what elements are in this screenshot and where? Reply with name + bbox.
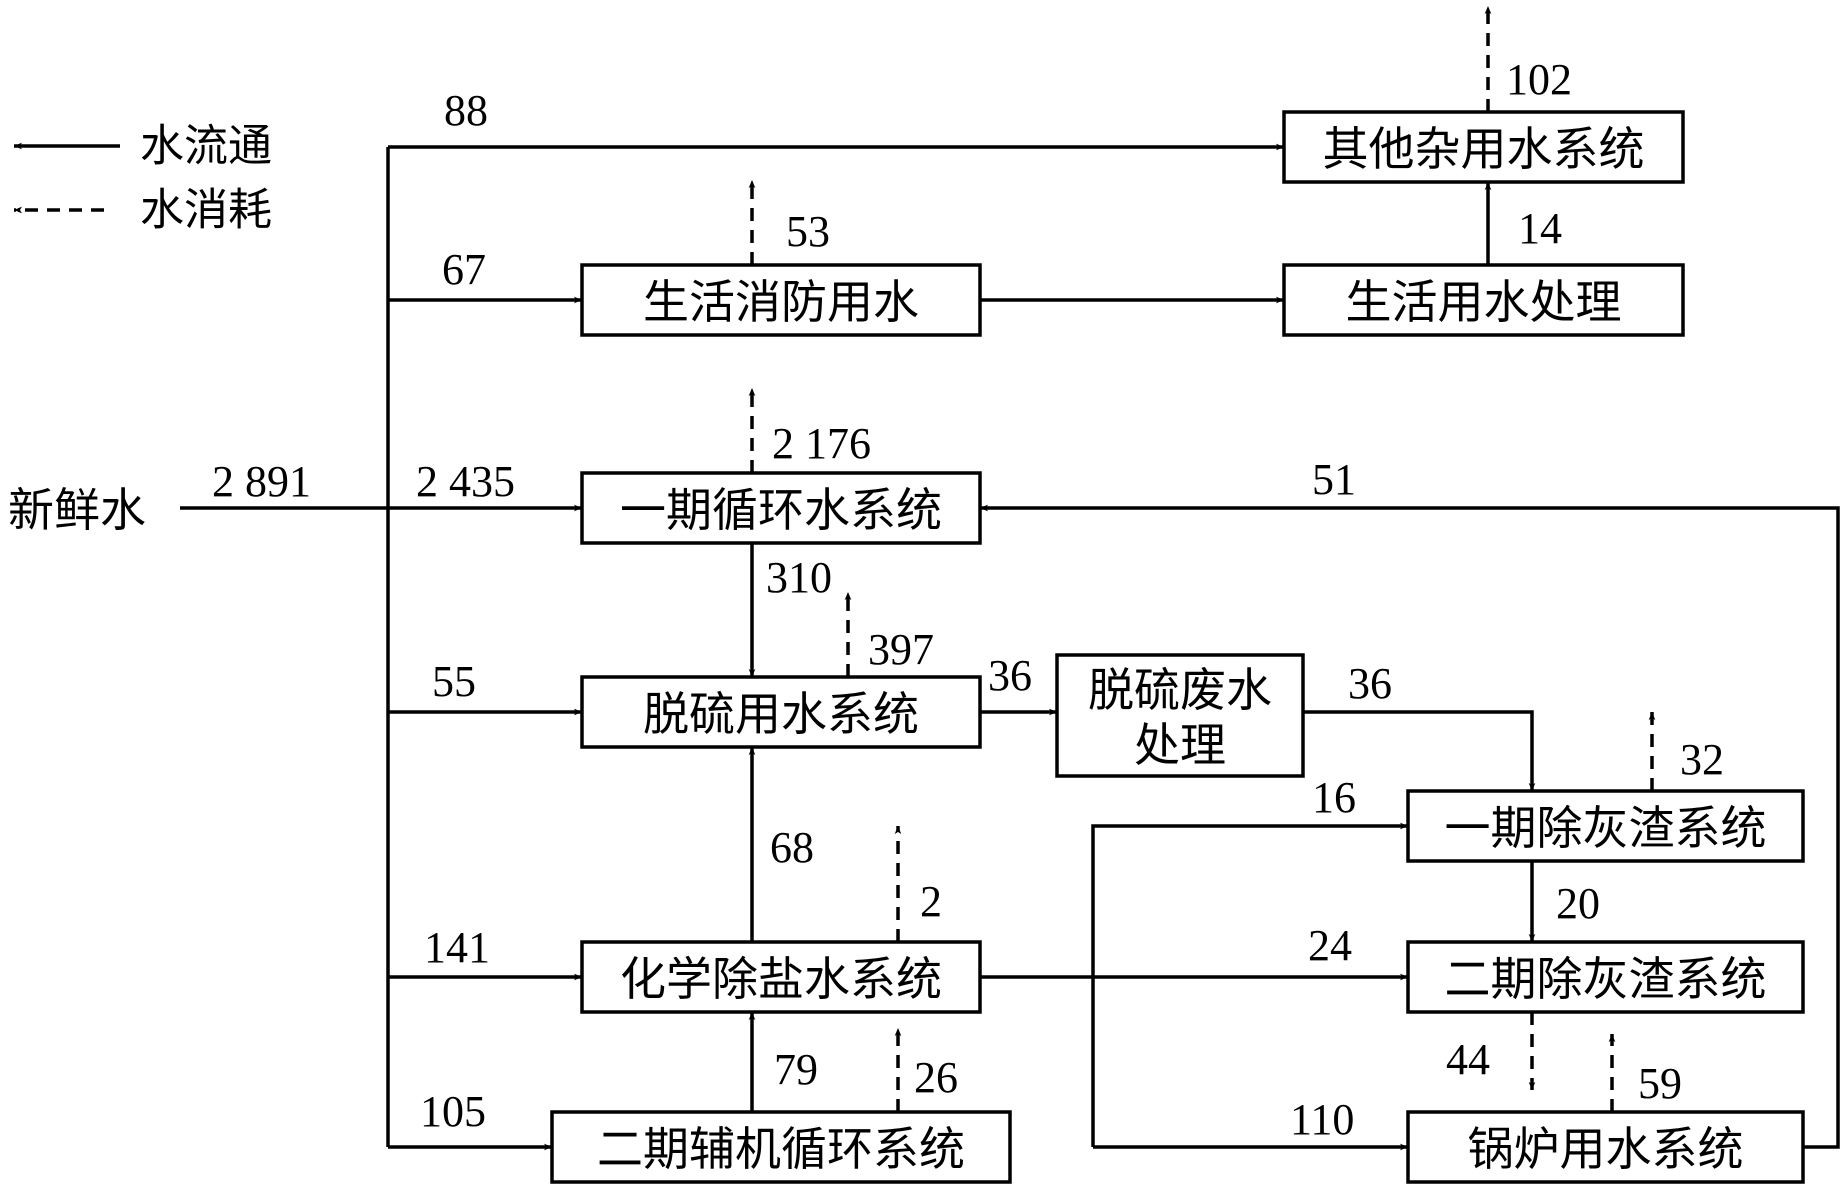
box-life-fire: 生活消防用水 <box>580 263 982 337</box>
flow-boiler-loss: 59 <box>1638 1059 1682 1108</box>
flow-to-desulf: 55 <box>432 657 476 706</box>
flow-chem-to-ash1: 16 <box>1312 773 1356 822</box>
box-phase2-ash: 二期除灰渣系统 <box>1406 940 1805 1014</box>
svg-text:一期循环水系统: 一期循环水系统 <box>620 483 942 537</box>
flow-other-loss: 102 <box>1506 55 1572 104</box>
svg-text:生活消防用水: 生活消防用水 <box>643 275 919 329</box>
box-phase1-ash: 一期除灰渣系统 <box>1406 789 1805 863</box>
box-chem: 化学除盐水系统 <box>580 940 982 1014</box>
flow-aux-to-chem: 79 <box>774 1045 818 1094</box>
flow-aux-loss: 26 <box>914 1053 958 1102</box>
flow-fresh-total: 2 891 <box>212 457 311 506</box>
flow-life-loss: 53 <box>786 207 830 256</box>
svg-text:二期辅机循环系统: 二期辅机循环系统 <box>597 1122 965 1176</box>
legend-flow-label: 水流通 <box>140 121 272 172</box>
legend-consumption-label: 水消耗 <box>140 185 272 236</box>
flow-boiler-to-phase1: 51 <box>1312 455 1356 504</box>
flow-to-other: 88 <box>444 86 488 135</box>
svg-text:脱硫废水: 脱硫废水 <box>1088 663 1272 717</box>
flow-to-phase1: 2 435 <box>416 457 515 506</box>
svg-text:二期除灰渣系统: 二期除灰渣系统 <box>1445 952 1767 1006</box>
box-phase1-circ: 一期循环水系统 <box>580 471 982 545</box>
flow-chem-to-boiler: 110 <box>1290 1095 1354 1144</box>
flow-to-chem: 141 <box>424 923 490 972</box>
svg-text:处理: 处理 <box>1134 718 1226 772</box>
svg-text:一期除灰渣系统: 一期除灰渣系统 <box>1445 801 1767 855</box>
svg-text:其他杂用水系统: 其他杂用水系统 <box>1323 122 1645 176</box>
flow-to-aux: 105 <box>420 1087 486 1136</box>
svg-text:生活用水处理: 生活用水处理 <box>1346 275 1622 329</box>
box-other-misc: 其他杂用水系统 <box>1282 110 1685 184</box>
svg-text:化学除盐水系统: 化学除盐水系统 <box>620 952 942 1006</box>
box-phase2-aux: 二期辅机循环系统 <box>550 1110 1012 1184</box>
flow-ash2-loss: 44 <box>1446 1035 1490 1084</box>
flow-chem-loss: 2 <box>920 877 942 926</box>
svg-text:锅炉用水系统: 锅炉用水系统 <box>1468 1122 1744 1176</box>
source-label: 新鲜水 <box>8 483 146 537</box>
flow-to-life: 67 <box>442 245 486 294</box>
svg-text:脱硫用水系统: 脱硫用水系统 <box>643 687 919 741</box>
flow-desulf-to-ww: 36 <box>988 651 1032 700</box>
box-life-treat: 生活用水处理 <box>1282 263 1685 337</box>
box-desulf: 脱硫用水系统 <box>580 675 982 749</box>
legend: 水流通 水消耗 <box>14 121 272 236</box>
flow-desulf-loss: 397 <box>868 625 934 674</box>
flow-phase1-loss: 2 176 <box>772 419 871 468</box>
flow-chem-to-ash2: 24 <box>1308 921 1352 970</box>
line-chem-to-ash1 <box>1091 822 1408 1147</box>
flow-ash1-loss: 32 <box>1680 735 1724 784</box>
box-boiler: 锅炉用水系统 <box>1406 1110 1805 1184</box>
flow-ww-to-ash: 36 <box>1348 659 1392 708</box>
flow-life-to-other: 14 <box>1518 204 1562 253</box>
flow-ash1-to-ash2: 20 <box>1556 879 1600 928</box>
flow-phase1-to-desulf: 310 <box>766 553 832 602</box>
flow-chem-to-desulf: 68 <box>770 823 814 872</box>
line-boiler-to-phase1 <box>980 504 1840 1149</box>
box-desulf-wastewater: 脱硫废水 处理 <box>1055 653 1305 778</box>
line-ww-to-ash1 <box>1303 710 1536 791</box>
